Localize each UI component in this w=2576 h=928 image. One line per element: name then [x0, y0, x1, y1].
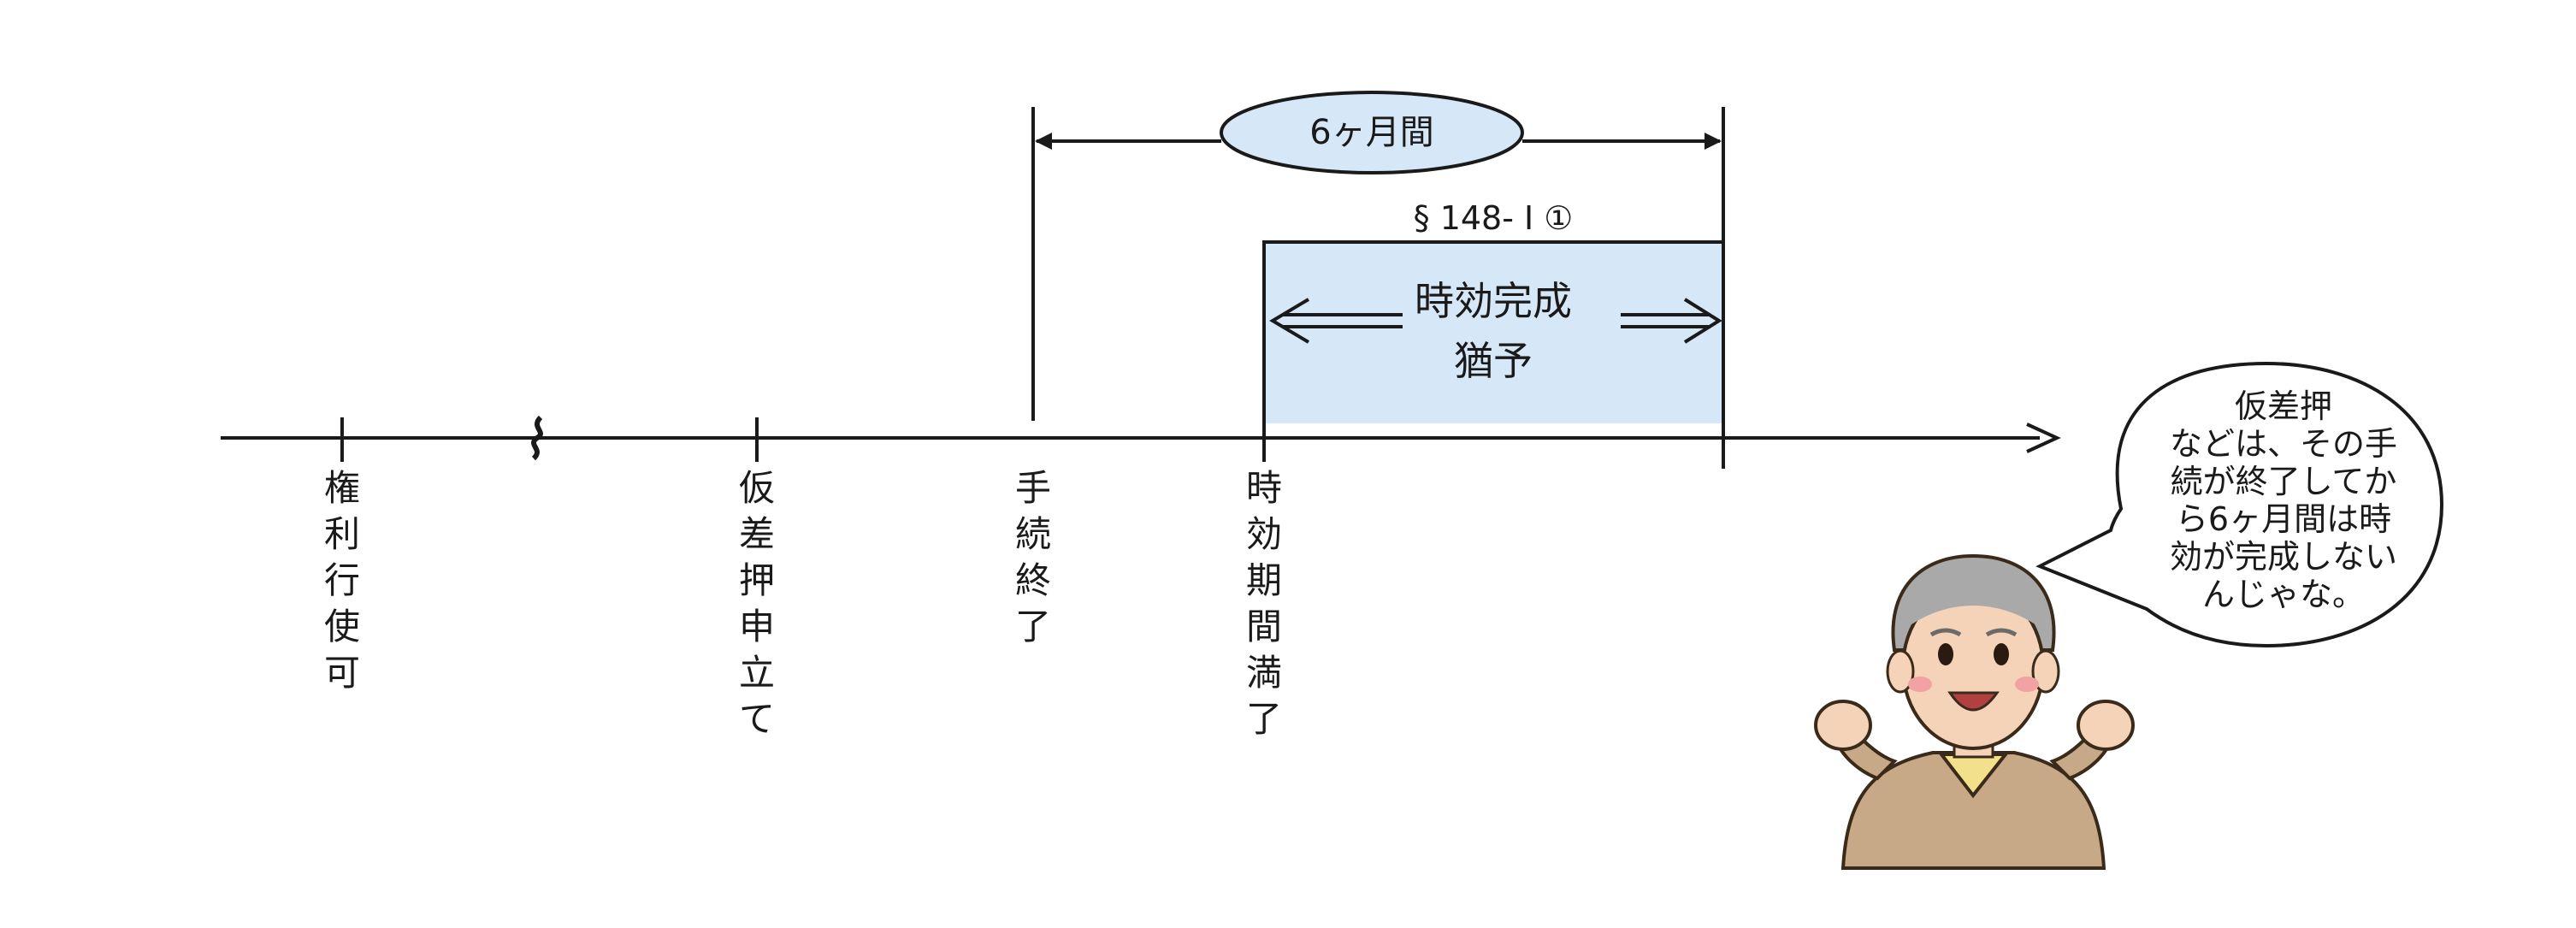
- svg-text:権利行使可: 権利行使可: [324, 467, 360, 694]
- event-label-char: 了: [1015, 606, 1051, 647]
- speech-bubble: [2035, 361, 2444, 648]
- event-label-char: 続: [1015, 513, 1051, 555]
- speech-line: 続が終了してか: [2171, 463, 2397, 500]
- elderly-man-illustration: [1814, 553, 2135, 870]
- event-label-char: 申: [739, 606, 775, 647]
- event-label-char: 時: [1246, 467, 1282, 509]
- event-label-char: 終: [1015, 559, 1051, 601]
- event-label-char: 間: [1246, 606, 1282, 647]
- event-label-char: 使: [324, 606, 360, 647]
- event-label-char: 期: [1246, 559, 1282, 601]
- time-axis-arrowhead: [2026, 423, 2061, 453]
- suspension-label-line1: 時効完成: [1415, 278, 1572, 324]
- event-label-procedure-end: 手続終了: [1015, 467, 1051, 647]
- event-label-char: 仮: [739, 467, 775, 509]
- event-label-char: 手: [1015, 467, 1051, 509]
- speech-line: んじゃな。: [2202, 576, 2365, 613]
- event-label-char: 権: [324, 467, 360, 509]
- span-label-ellipse: [1220, 91, 1524, 174]
- event-label-char: 可: [324, 652, 360, 694]
- speech-text: 仮差押 などは、その手 続が終了してか ら6ヶ月間は時 効が完成しない んじゃな…: [2170, 387, 2397, 613]
- event-label-char: 行: [324, 559, 360, 601]
- event-label-limitation-expiry: 時効期間満了: [1246, 467, 1282, 740]
- double-arrow-left: [1269, 298, 1403, 344]
- event-label-char: 利: [324, 513, 360, 555]
- event-label-char: て: [739, 698, 775, 740]
- article-reference: § 148- Ⅰ ①: [1414, 199, 1574, 237]
- axis-break-mark: [531, 415, 543, 461]
- event-label-char: 了: [1246, 698, 1282, 740]
- event-label-char: 押: [739, 559, 775, 601]
- event-label-char: 効: [1246, 513, 1282, 555]
- event-label-char: 満: [1246, 652, 1282, 694]
- suspension-box: [1264, 242, 1723, 423]
- speech-line: 仮差押: [2235, 387, 2332, 425]
- svg-text:時効期間満了: 時効期間満了: [1246, 467, 1282, 740]
- speech-line: ら6ヶ月間は時: [2176, 500, 2391, 538]
- svg-text:手続終了: 手続終了: [1015, 467, 1051, 647]
- event-label-right-exercisable: 権利行使可: [324, 467, 360, 694]
- suspension-label-line2: 猶予: [1454, 338, 1533, 384]
- speech-line: などは、その手: [2170, 425, 2397, 463]
- event-label-char: 差: [739, 513, 775, 555]
- speech-line: 効が完成しない: [2170, 538, 2397, 576]
- event-label-provisional-attachment: 仮差押申立て: [739, 467, 775, 740]
- event-label-char: 立: [739, 652, 775, 694]
- span-label: 6ヶ月間: [1309, 113, 1433, 152]
- svg-text:仮差押申立て: 仮差押申立て: [739, 467, 775, 740]
- double-arrow-right: [1621, 298, 1722, 344]
